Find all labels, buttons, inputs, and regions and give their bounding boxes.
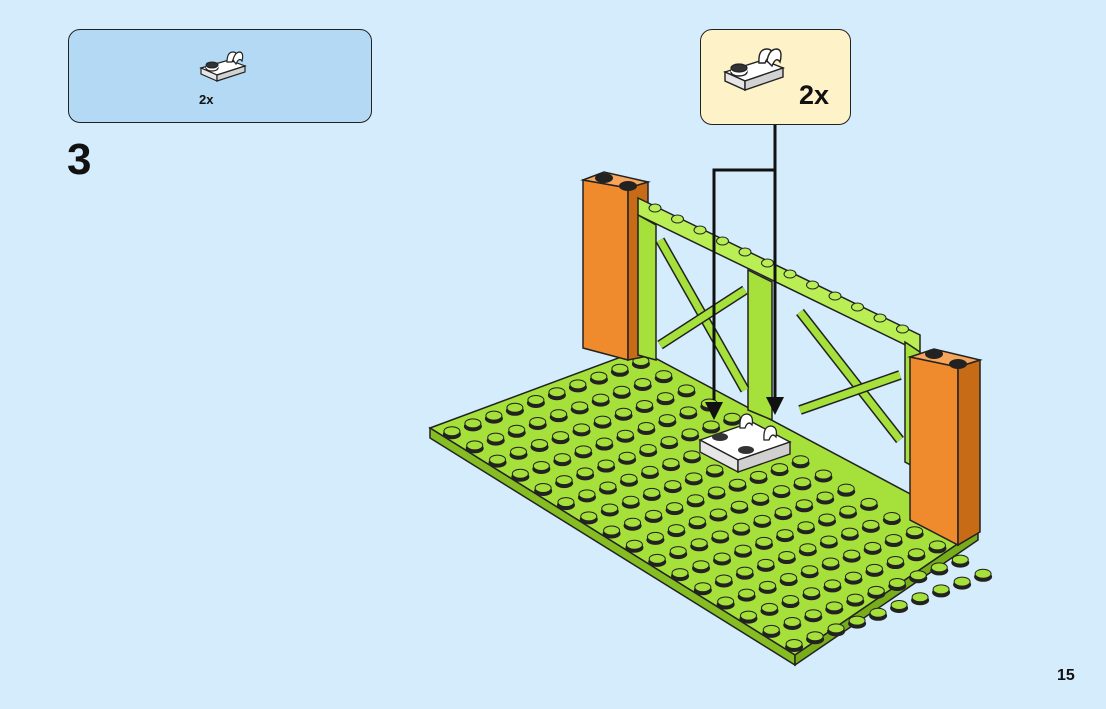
- page-number: 15: [1057, 667, 1075, 685]
- orange-brick-right: [910, 349, 980, 545]
